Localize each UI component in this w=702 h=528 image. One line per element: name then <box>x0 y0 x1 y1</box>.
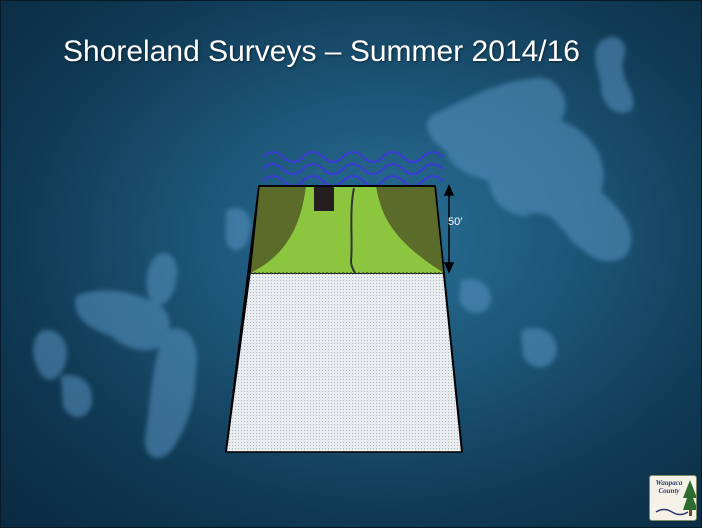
logo-text-line2: County <box>658 487 680 495</box>
path-to-water <box>349 187 356 274</box>
county-logo: Waupaca County <box>649 475 697 521</box>
water-waves-icon <box>262 151 444 187</box>
house-icon <box>314 186 334 211</box>
dimension-arrow-icon <box>443 184 455 274</box>
lawn-area <box>250 186 444 273</box>
remaining-lot-area <box>225 272 463 453</box>
tree-icon <box>655 480 696 516</box>
buffer-width-label: 50′ <box>448 216 463 228</box>
logo-text-line1: Waupaca <box>655 479 683 487</box>
slide-title: Shoreland Surveys – Summer 2014/16 <box>63 35 580 68</box>
logo-text: Waupaca County <box>652 479 686 495</box>
